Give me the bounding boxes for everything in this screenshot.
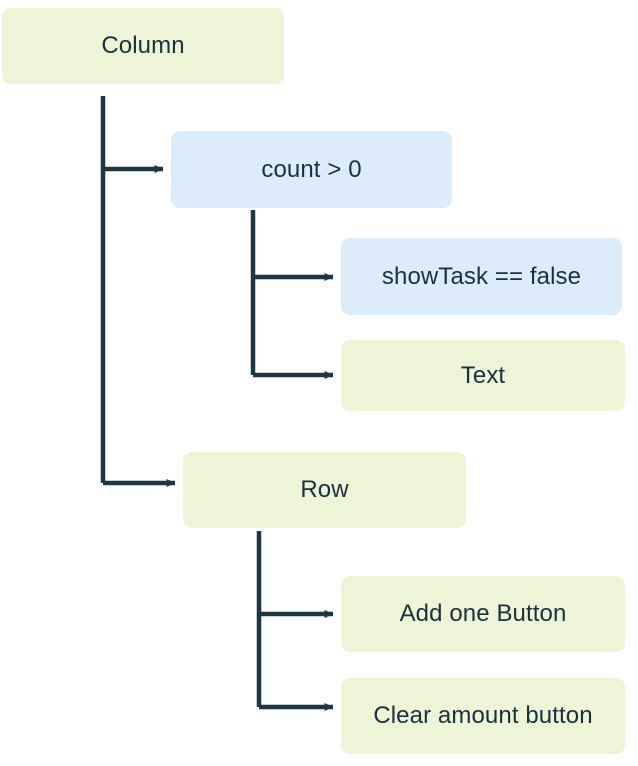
node-showtask-false-label: showTask == false [381, 262, 582, 290]
node-text[interactable]: Text [341, 340, 625, 411]
node-showtask-false[interactable]: showTask == false [341, 238, 622, 315]
node-column[interactable]: Column [2, 8, 284, 84]
node-column-label: Column [101, 32, 185, 60]
node-count-gt-0[interactable]: count > 0 [171, 131, 452, 208]
node-add-one-button[interactable]: Add one Button [341, 576, 625, 652]
node-text-label: Text [460, 361, 506, 389]
node-count-gt-0-label: count > 0 [261, 155, 362, 183]
node-add-one-button-label: Add one Button [399, 600, 567, 628]
node-clear-amount-button-label: Clear amount button [373, 702, 593, 730]
node-row-label: Row [300, 476, 349, 504]
node-row[interactable]: Row [183, 452, 466, 528]
node-clear-amount-button[interactable]: Clear amount button [341, 678, 625, 754]
